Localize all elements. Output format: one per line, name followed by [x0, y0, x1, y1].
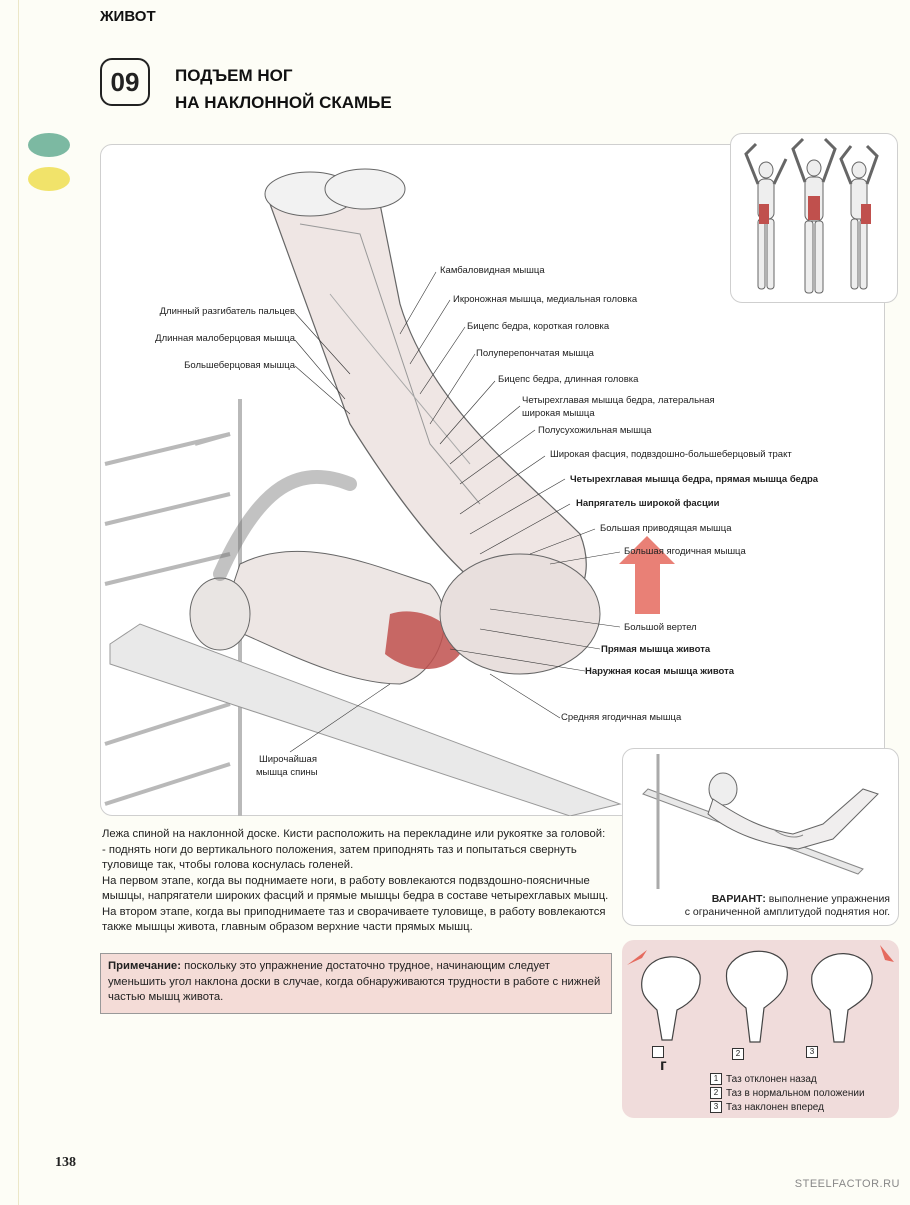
label-vastus-lateralis-1: Четырехглавая мышца бедра, латеральная	[522, 395, 715, 406]
label-biceps-femoris-long: Бицепс бедра, длинная головка	[498, 374, 639, 385]
instructions-p2: - поднять ноги до вертикального положени…	[102, 843, 577, 872]
label-greater-trochanter: Большой вертел	[624, 622, 697, 633]
label-latissimus-1: Широчайшая	[259, 754, 317, 765]
exercise-title-line1: ПОДЪЕМ НОГ	[175, 66, 293, 85]
exercise-number: 09	[100, 58, 150, 106]
figures-illustration	[744, 137, 879, 294]
label-external-oblique: Наружная косая мышца живота	[585, 666, 735, 677]
section-title: ЖИВОТ	[100, 8, 156, 25]
label-tensor-fasciae-latae: Напрягатель широкой фасции	[576, 498, 720, 509]
label-vastus-lateralis-2: широкая мышца	[522, 408, 595, 419]
label-latissimus-2: мышца спины	[256, 767, 318, 778]
label-rectus-femoris: Четырехглавая мышца бедра, прямая мышца …	[570, 474, 819, 485]
arrow-back-icon	[627, 950, 647, 965]
variant-illustration-panel	[622, 748, 899, 926]
variant-illustration	[642, 754, 879, 889]
green-marker	[28, 133, 70, 157]
instructions-p3: На первом этапе, когда вы поднимаете ног…	[102, 874, 609, 903]
label-gluteus-medius: Средняя ягодичная мышца	[561, 712, 682, 723]
variant-text2: с ограниченной амплитудой поднятия ног.	[684, 906, 890, 918]
label-gastrocnemius: Икроножная мышца, медиальная головка	[453, 294, 638, 305]
pelvis-box-2: 2	[732, 1048, 744, 1060]
page-number: 138	[55, 1155, 76, 1170]
note-box: Примечание: поскольку это упражнение дос…	[100, 953, 612, 1014]
exercise-title: ПОДЪЕМ НОГ НА НАКЛОННОЙ СКАМЬЕ	[175, 62, 392, 116]
exercise-title-line2: НА НАКЛОННОЙ СКАМЬЕ	[175, 93, 392, 112]
yellow-marker	[28, 167, 70, 191]
label-semitendinosus: Полусухожильная мышца	[538, 425, 652, 436]
pelvis-tilt-panel: г 2 3	[622, 940, 899, 1118]
arrow-forward-icon	[880, 945, 894, 962]
label-biceps-femoris-short: Бицепс бедра, короткая головка	[467, 321, 610, 332]
pelvis-letter: г	[660, 1057, 667, 1074]
pelvis-illustration	[627, 945, 894, 1043]
label-extensor-digitorum: Длинный разгибатель пальцев	[159, 306, 295, 317]
label-tibialis-anterior: Большеберцовая мышца	[184, 360, 295, 371]
pelvis-box-1	[652, 1046, 664, 1058]
label-semimembranosus: Полуперепончатая мышца	[476, 348, 594, 359]
page-edge-line	[18, 0, 19, 1205]
pelvis-box-3: 3	[806, 1046, 818, 1058]
anatomy-illustration	[104, 168, 675, 816]
instructions-p4: На втором этапе, когда вы приподнимаете …	[102, 905, 606, 934]
label-adductor-magnus: Большая приводящая мышца	[600, 523, 732, 534]
note-title: Примечание:	[108, 960, 181, 972]
note-text: поскольку это упражнение достаточно труд…	[108, 960, 601, 1003]
variant-title: ВАРИАНТ:	[711, 893, 766, 905]
label-soleus: Камбаловидная мышца	[440, 265, 545, 276]
site-watermark: STEELFACTOR.RU	[794, 1178, 900, 1190]
label-gluteus-maximus: Большая ягодичная мышца	[624, 546, 746, 557]
instructions-text: Лежа спиной на наклонной доске. Кисти ра…	[102, 827, 612, 936]
label-peroneus-longus: Длинная малоберцовая мышца	[155, 333, 295, 344]
muscle-overview-thumbnail	[730, 133, 898, 303]
variant-text1: выполнение упражнения	[768, 893, 890, 905]
label-iliotibial-tract: Широкая фасция, подвздошно-большеберцовы…	[550, 449, 792, 460]
variant-caption: ВАРИАНТ: выполнение упражнения с огранич…	[640, 893, 890, 919]
instructions-p1: Лежа спиной на наклонной доске. Кисти ра…	[102, 828, 606, 840]
label-rectus-abdominis: Прямая мышца живота	[601, 644, 711, 655]
